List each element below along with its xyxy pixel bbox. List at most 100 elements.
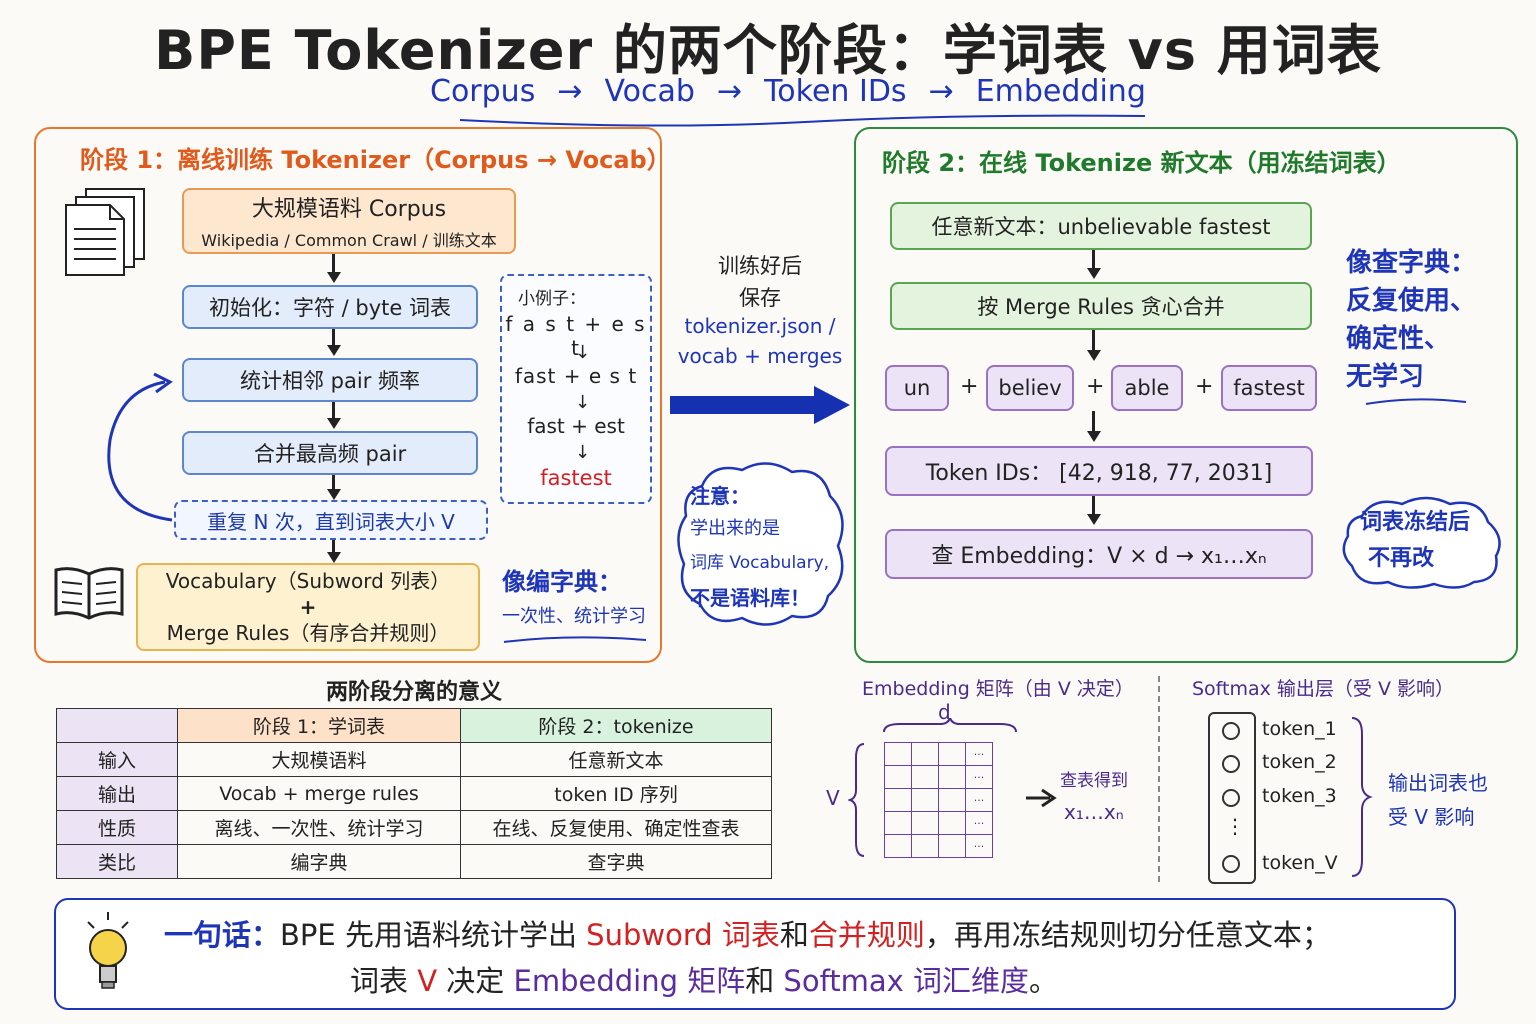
softmax-token: token_2 xyxy=(1262,751,1337,773)
side-note-line: 确定性、 xyxy=(1346,324,1451,354)
pipeline-token-ids: Token IDs xyxy=(764,74,907,109)
corpus-box: 大规模语料 Corpus Wikipedia / Common Crawl / … xyxy=(182,188,516,254)
down-arrow-icon xyxy=(1087,431,1101,442)
merge-rules-box: 按 Merge Rules 贪心合并 xyxy=(890,282,1312,330)
softmax-token: token_3 xyxy=(1262,785,1337,807)
note-underline xyxy=(503,636,647,643)
saved-line1: 训练好后 xyxy=(718,254,802,278)
arrow-icon: → xyxy=(716,74,743,109)
grid-dots: ··· xyxy=(965,742,993,766)
summary-box xyxy=(54,898,1456,1010)
down-arrow-icon xyxy=(1087,268,1101,279)
arrow-icon: → xyxy=(928,74,954,109)
table-cell: 类比 xyxy=(56,844,178,879)
note-underline xyxy=(1365,398,1467,405)
dim-d-label: d xyxy=(938,700,951,724)
summary-text: 。 xyxy=(1029,964,1059,998)
table-cell: 输出 xyxy=(56,776,178,811)
grid-dots: ··· xyxy=(965,811,993,835)
softmax-note-line: 受 V 影响 xyxy=(1388,805,1475,829)
stage1-title: 阶段 1：离线训练 Tokenizer（Corpus → Vocab） xyxy=(80,146,671,174)
token-box: fastest xyxy=(1221,365,1317,411)
divider xyxy=(1158,676,1160,882)
pipeline-vocab: Vocab xyxy=(604,74,695,109)
example-step-2: fast + e s t xyxy=(514,364,638,388)
vocab-output-box: Vocabulary（Subword 列表） + Merge Rules（有序合… xyxy=(136,563,480,651)
corpus-sub: Wikipedia / Common Crawl / 训练文本 xyxy=(201,231,497,250)
embedding-grid: ··· ··· ··· ··· ··· xyxy=(884,742,993,858)
stage1-note: 像编字典： xyxy=(502,568,622,596)
table-cell: 在线、反复使用、确定性查表 xyxy=(460,810,772,845)
flow-line xyxy=(332,254,335,274)
table-header-cell xyxy=(56,708,178,743)
plus-sign: + xyxy=(299,595,317,619)
table-cell: 离线、一次性、统计学习 xyxy=(177,810,461,845)
table-row: 性质 离线、一次性、统计学习 在线、反复使用、确定性查表 xyxy=(56,810,772,845)
pipeline: Corpus → Vocab → Token IDs → Embedding xyxy=(430,74,1146,109)
brace-v-icon xyxy=(848,743,865,857)
pipeline-corpus: Corpus xyxy=(430,74,536,109)
saved-line4: vocab + merges xyxy=(677,344,843,368)
vertical-ellipsis: ⋮ xyxy=(1225,814,1245,838)
neuron-icon xyxy=(1222,855,1240,873)
big-right-arrow-icon xyxy=(670,386,850,424)
embedding-title: Embedding 矩阵（由 V 决定） xyxy=(862,678,1134,700)
example-step-3: fast + est xyxy=(527,414,625,438)
saved-line2: 保存 xyxy=(739,286,781,310)
example-box xyxy=(500,274,652,504)
right-arrow-icon xyxy=(1026,788,1057,808)
flow-line xyxy=(1092,250,1095,270)
summary-highlight: Softmax 词汇维度 xyxy=(783,964,1030,998)
example-step-1: f a s t + e s t xyxy=(505,312,647,360)
softmax-layer xyxy=(1208,712,1256,884)
brace-right-icon xyxy=(1351,717,1373,877)
softmax-token: token_1 xyxy=(1262,718,1337,740)
vocab-line1: Vocabulary（Subword 列表） xyxy=(165,569,451,593)
summary-text: BPE 先用语料统计学出 xyxy=(280,918,587,952)
flow-line xyxy=(1092,496,1095,516)
down-arrow-icon: ↓ xyxy=(575,392,591,413)
input-text-box: 任意新文本：unbelievable fastest xyxy=(890,202,1312,250)
side-note-line: 反复使用、 xyxy=(1346,286,1477,316)
plus-sign: + xyxy=(1195,374,1214,399)
neuron-icon xyxy=(1222,789,1240,807)
summary-text: 和 xyxy=(745,964,784,998)
pipeline-embedding: Embedding xyxy=(975,74,1146,109)
table-header-cell: 阶段 1：学词表 xyxy=(177,708,461,743)
table-row: 输入 大规模语料 任意新文本 xyxy=(56,742,772,777)
down-arrow-icon: ↓ xyxy=(575,342,591,363)
flow-line xyxy=(332,540,335,554)
grid-dots: ··· xyxy=(965,834,993,858)
summary-line1: 一句话：BPE 先用语料统计学出 Subword 词表和合并规则，再用冻结规则切… xyxy=(164,912,1331,954)
embedding-lookup-box: 查 Embedding：V × d → x₁…xₙ xyxy=(885,529,1313,579)
stage1-panel xyxy=(34,127,662,663)
down-arrow-icon xyxy=(327,345,341,356)
summary-highlight: 合并规则 xyxy=(808,918,925,952)
grid-dots: ··· xyxy=(965,765,993,789)
down-arrow-icon xyxy=(327,272,341,283)
summary-line2: 词表 V 决定 Embedding 矩阵和 Softmax 词汇维度。 xyxy=(350,958,1058,1000)
softmax-token: token_V xyxy=(1262,852,1338,874)
brace-d-icon xyxy=(883,718,1017,733)
table-cell: 编字典 xyxy=(177,844,461,879)
token-box: un xyxy=(885,365,949,411)
table-title: 两阶段分离的意义 xyxy=(325,680,502,705)
dim-v-label: V xyxy=(826,786,840,810)
table-cell: 任意新文本 xyxy=(460,742,772,777)
vocab-line2: Merge Rules（有序合并规则） xyxy=(166,621,450,645)
cloud-line2: 学出来的是 xyxy=(690,518,780,539)
cloud2-line1: 词表冻结后 xyxy=(1360,510,1471,535)
book-icon xyxy=(54,567,124,620)
down-arrow-icon xyxy=(327,552,341,563)
loop-arrow-icon xyxy=(107,372,173,522)
down-arrow-icon xyxy=(327,489,341,500)
table-cell: 查字典 xyxy=(460,844,772,879)
page-title: BPE Tokenizer 的两个阶段：学词表 vs 用词表 xyxy=(154,19,1382,82)
summary-text: 词表 xyxy=(350,964,418,998)
token-ids-box: Token IDs： [42, 918, 77, 2031] xyxy=(885,446,1313,496)
softmax-title: Softmax 输出层（受 V 影响） xyxy=(1192,678,1455,700)
stage2-title: 阶段 2：在线 Tokenize 新文本（用冻结词表） xyxy=(882,149,1401,177)
token-box: able xyxy=(1111,365,1183,411)
summary-text: 决定 xyxy=(437,964,514,998)
table-cell: 性质 xyxy=(56,810,178,845)
